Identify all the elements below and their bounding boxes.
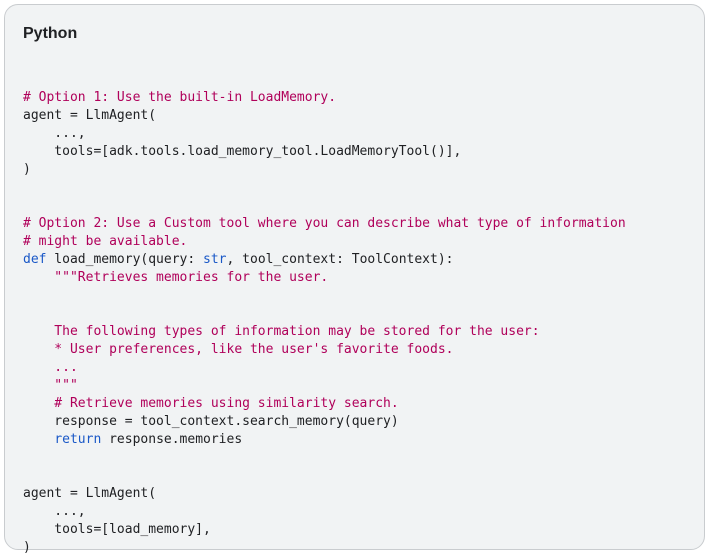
code-token-comment: # Option 1: Use the built-in LoadMemory.	[23, 90, 337, 105]
code-line: # might be available.	[23, 233, 626, 251]
code-line	[23, 287, 626, 305]
code-line: response = tool_context.search_memory(qu…	[23, 413, 626, 431]
code-line: """	[23, 377, 626, 395]
code-line: ...,	[23, 503, 626, 521]
code-line: The following types of information may b…	[23, 323, 626, 341]
code-content[interactable]: # Option 1: Use the built-in LoadMemory.…	[23, 71, 626, 557]
code-line: # Option 2: Use a Custom tool where you …	[23, 215, 626, 233]
code-line: ...	[23, 359, 626, 377]
code-token-keyword: def	[23, 252, 47, 267]
code-token-default: ...,	[23, 504, 86, 519]
code-token-string: ...	[23, 360, 78, 375]
code-line: agent = LlmAgent(	[23, 485, 626, 503]
code-line: # Option 1: Use the built-in LoadMemory.	[23, 89, 626, 107]
code-token-builtin: str	[203, 252, 227, 267]
code-token-default: load_memory(query:	[46, 252, 204, 267]
code-token-default: response = tool_context.search_memory(qu…	[23, 414, 399, 429]
code-token-keyword: return	[54, 432, 102, 447]
code-token-default: ...,	[23, 126, 86, 141]
code-line: tools=[adk.tools.load_memory_tool.LoadMe…	[23, 143, 626, 161]
code-token-default: tools=[load_memory],	[23, 522, 211, 537]
code-token-default	[23, 432, 54, 447]
code-token-string: """Retrieves memories for the user.	[23, 270, 329, 285]
code-token-default: agent = LlmAgent(	[23, 108, 157, 123]
code-line	[23, 197, 626, 215]
code-line: )	[23, 539, 626, 557]
code-token-default: , tool_context: ToolContext):	[226, 252, 454, 267]
code-token-default: )	[23, 162, 31, 177]
code-line: return response.memories	[23, 431, 626, 449]
code-token-string: * User preferences, like the user's favo…	[23, 342, 454, 357]
code-block-card: Python # Option 1: Use the built-in Load…	[4, 4, 705, 555]
code-line: * User preferences, like the user's favo…	[23, 341, 626, 359]
code-line	[23, 305, 626, 323]
code-line: )	[23, 161, 626, 179]
code-line	[23, 71, 626, 89]
code-line: tools=[load_memory],	[23, 521, 626, 539]
code-token-string: The following types of information may b…	[23, 324, 540, 339]
code-line: # Retrieve memories using similarity sea…	[23, 395, 626, 413]
code-token-string: """	[23, 378, 78, 393]
code-line: agent = LlmAgent(	[23, 107, 626, 125]
code-line	[23, 449, 626, 467]
code-token-comment: # Retrieve memories using similarity sea…	[23, 396, 399, 411]
code-line	[23, 179, 626, 197]
code-token-default: )	[23, 540, 31, 555]
code-line: def load_memory(query: str, tool_context…	[23, 251, 626, 269]
code-token-default: tools=[adk.tools.load_memory_tool.LoadMe…	[23, 144, 462, 159]
code-line: """Retrieves memories for the user.	[23, 269, 626, 287]
code-token-comment: # Option 2: Use a Custom tool where you …	[23, 216, 626, 231]
code-token-default: agent = LlmAgent(	[23, 486, 157, 501]
code-line	[23, 467, 626, 485]
code-line: ...,	[23, 125, 626, 143]
code-token-comment: # might be available.	[23, 234, 188, 249]
code-token-default: response.memories	[101, 432, 243, 447]
code-language-label: Python	[23, 25, 78, 42]
